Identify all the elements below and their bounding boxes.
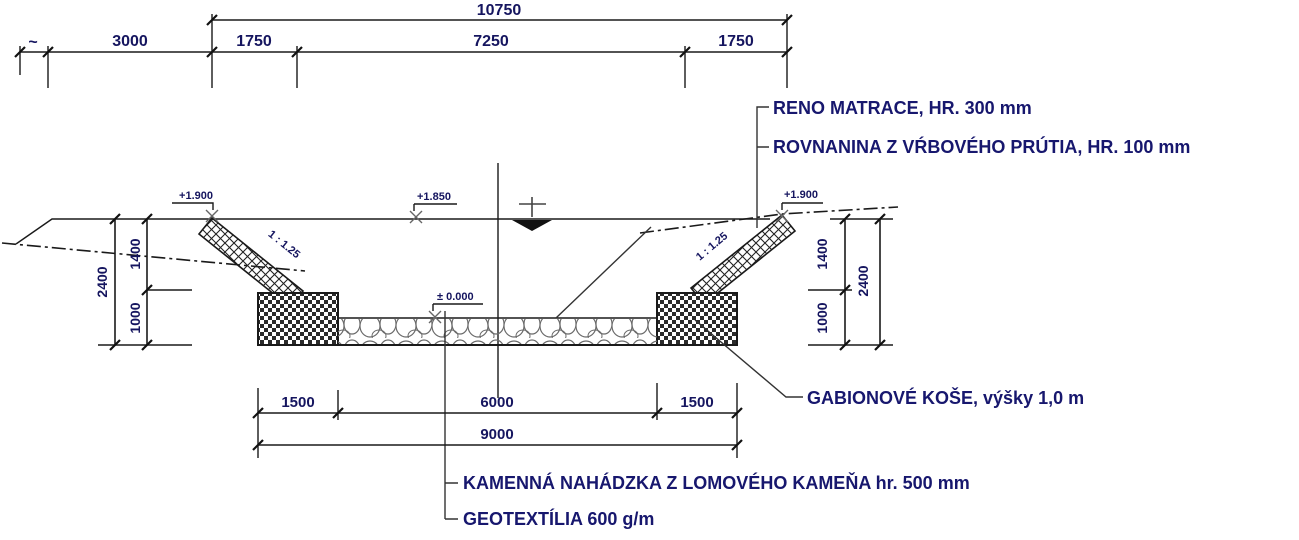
dim-1750-right: 1750 <box>718 33 754 50</box>
left-bank-elev-cross <box>205 209 219 223</box>
callout-rovnanina: ROVNANINA Z VŔBOVÉHO PRÚTIA, HR. 100 mm <box>773 136 1190 157</box>
elev-channel-bottom: ± 0.000 <box>437 291 474 303</box>
water-symbol-cross <box>519 197 546 217</box>
gabion-leader <box>694 319 803 398</box>
leader-lines <box>444 106 803 520</box>
elev-left-bank: +1.900 <box>179 190 213 202</box>
dim-6000: 6000 <box>480 394 513 411</box>
left-bank-elev-flag <box>172 202 214 210</box>
dim-1500-left: 1500 <box>281 394 314 411</box>
bottom-labels-bracket <box>444 311 458 520</box>
bank-and-water-line <box>15 218 770 245</box>
callout-reno-matrace: RENO MATRACE, HR. 300 mm <box>773 98 1032 118</box>
right-dim-lines <box>844 219 881 345</box>
slope-ratio-right: 1 : 1.25 <box>694 230 730 263</box>
bottom-elev-cross <box>428 310 442 324</box>
elev-right-bank: +1.900 <box>784 189 818 201</box>
dim-1750-left: 1750 <box>236 33 272 50</box>
riprap-stones <box>338 319 657 344</box>
bottom-elev-flag <box>432 303 483 311</box>
dim-1000-right: 1000 <box>814 302 830 333</box>
top-extension-lines <box>19 14 788 88</box>
reno-labels-bracket <box>756 106 769 228</box>
dim-3000: 3000 <box>112 33 148 50</box>
water-elev-cross <box>409 210 423 224</box>
left-dim-ticks-ext <box>98 289 192 346</box>
dim-1400-right: 1400 <box>814 238 830 269</box>
bottom-lining-leader <box>555 226 652 319</box>
elev-water-level: +1.850 <box>417 191 451 203</box>
right-gabion-basket <box>656 292 738 346</box>
dim-2400-right: 2400 <box>855 265 871 296</box>
elevation-markers <box>172 202 823 324</box>
water-elev-flag <box>413 203 457 211</box>
channel-bottom <box>258 317 737 346</box>
dim-7250: 7250 <box>473 33 509 50</box>
dim-10750: 10750 <box>477 2 522 19</box>
dim-2400-left: 2400 <box>94 266 110 297</box>
dimension-slash-ticks <box>14 14 886 451</box>
callout-gabionove-kose: GABIONOVÉ KOŠE, výšky 1,0 m <box>807 387 1084 408</box>
dim-approx-symbol: ~ <box>28 34 37 51</box>
dim-1000-left: 1000 <box>127 302 143 333</box>
right-bank-elev-flag <box>781 202 823 210</box>
dim-1500-right: 1500 <box>680 394 713 411</box>
left-gabion-basket <box>257 292 339 346</box>
slope-ratio-left: 1 : 1.25 <box>266 228 303 261</box>
water-level-symbol <box>512 197 552 231</box>
right-bank-elev-cross <box>775 209 789 223</box>
callout-geotextilia: GEOTEXTÍLIA 600 g/m <box>463 508 654 529</box>
dim-1400-left: 1400 <box>127 238 143 269</box>
water-symbol-triangle <box>512 220 552 231</box>
left-dim-lines <box>114 219 148 345</box>
right-slope-revetment <box>689 213 797 306</box>
dim-9000: 9000 <box>480 426 513 443</box>
bottom-extension-lines <box>257 383 738 458</box>
callout-kamenna-nahadzka: KAMENNÁ NAHÁDZKA Z LOMOVÉHO KAMEŇA hr. 5… <box>463 472 970 493</box>
